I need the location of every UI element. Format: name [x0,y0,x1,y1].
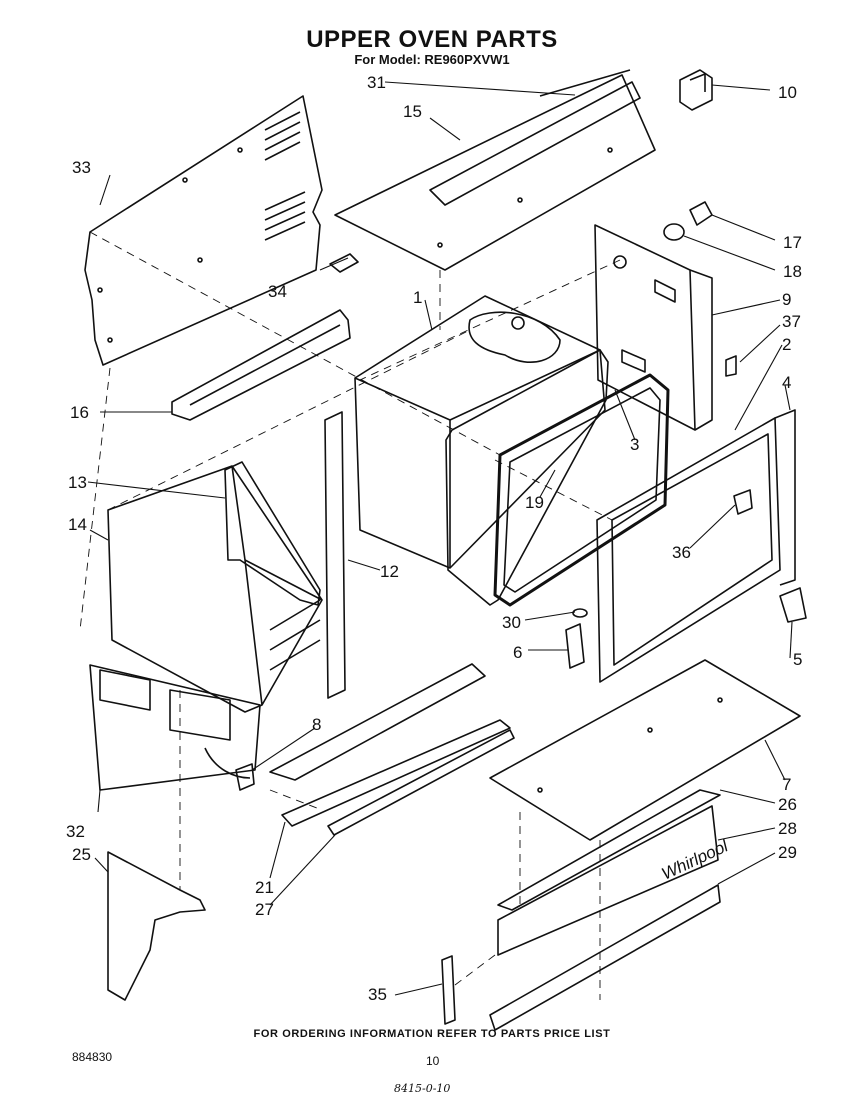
oven-liner-part [354,295,606,569]
callout-label: 21 [255,878,274,897]
callout-label: 13 [68,473,87,492]
callout-label: 27 [255,900,274,919]
document-number: 884830 [72,1050,113,1064]
callout-label: 26 [778,795,797,814]
front-rail-part [171,309,351,421]
callout-label: 14 [68,515,87,534]
door-latch-part [733,489,753,515]
door-frame-part [596,417,781,683]
support-tube-part [327,729,515,836]
callout-label: 1 [413,288,422,307]
lower-side-panel-part [89,664,261,791]
callout-label: 29 [778,843,797,862]
door-gasket-part [493,373,670,607]
bottom-trim-part [497,789,721,911]
kick-strip-part [489,884,721,1031]
callout-label: 33 [72,158,91,177]
brand-logo-mark: Whirlpool [659,836,732,884]
connector-part [329,253,359,273]
callout-label: 7 [782,775,791,794]
callout-label: 6 [513,643,522,662]
callout-label: 32 [66,822,85,841]
corner-brace-part [224,461,321,606]
callout-label: 25 [72,845,91,864]
heating-element-part [204,663,511,827]
hinge-bracket-part [679,69,713,111]
oven-gasket-part [445,349,609,606]
callout-label: 2 [782,335,791,354]
callout-label: 8 [312,715,321,734]
callout-label: 30 [502,613,521,632]
callout-label: 15 [403,102,422,121]
callout-label: 16 [70,403,89,422]
vertical-post-part [324,411,346,699]
callout-label: 9 [782,290,791,309]
rear-panel-part [84,95,323,366]
handwritten-note: 8415-0-10 [394,1082,451,1095]
callout-label: 19 [525,493,544,512]
page-number: 10 [426,1054,440,1068]
callout-label: 37 [782,312,801,331]
callout-label: 36 [672,543,691,562]
callout-label: 35 [368,985,387,1004]
callout-label: 18 [783,262,802,281]
light-bulb-part [663,223,685,241]
washer-part [572,608,588,618]
callout-label: 5 [793,650,802,669]
top-panel-part [334,74,656,271]
model-subtitle: For Model: RE960PXVW1 [354,52,510,67]
lamp-socket-part [689,201,713,226]
drawer-front-part [497,805,719,956]
callout-label: 31 [367,73,386,92]
callout-label: 12 [380,562,399,581]
callout-label: 10 [778,83,797,102]
oven-bottom-part [489,659,801,841]
callout-label: 34 [268,282,287,301]
side-trim-part [774,409,796,586]
clip-part [725,355,737,377]
ordering-note: FOR ORDERING INFORMATION REFER TO PARTS … [253,1028,611,1040]
callout-label: 28 [778,819,797,838]
page-title: UPPER OVEN PARTS [306,26,558,53]
vertical-strip-part [441,955,456,1025]
top-trim-strip-part [539,69,631,97]
side-panel-part [594,224,713,431]
shield-part [107,851,206,1001]
callout-label: 4 [782,373,791,392]
corner-clip-part [779,587,807,623]
callout-label: 3 [630,435,639,454]
side-box-panel-part [107,465,323,713]
callout-label: 17 [783,233,802,252]
mounting-bracket-part [565,623,585,669]
